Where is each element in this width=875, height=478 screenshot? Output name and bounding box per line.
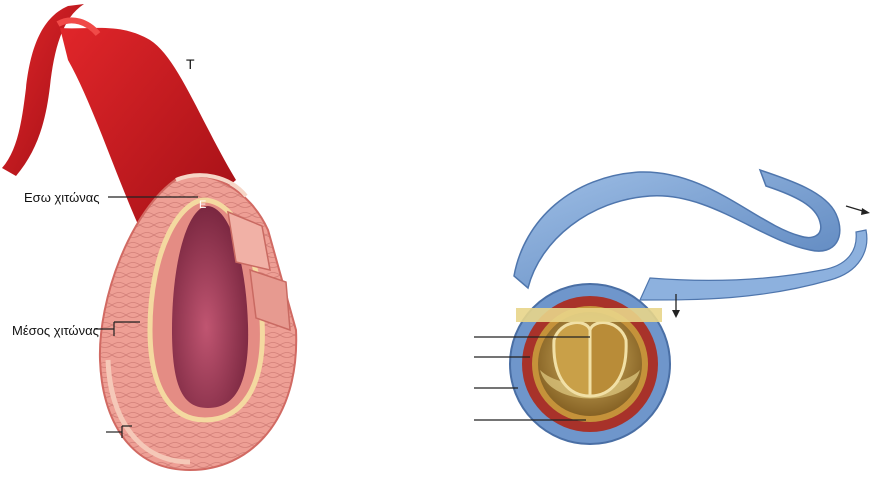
vein-cut-band	[516, 308, 662, 322]
letter-t: T	[186, 56, 195, 72]
vein-tube	[514, 170, 840, 288]
inner-tunic-label: Εσω χιτώνας	[24, 190, 100, 205]
middle-tunic-label: Μέσος χιτώνας	[12, 323, 99, 338]
vein-illustration	[510, 170, 870, 444]
arrow-right-icon	[846, 206, 870, 215]
artery-illustration: E	[2, 4, 296, 470]
letter-e: E	[199, 199, 206, 211]
